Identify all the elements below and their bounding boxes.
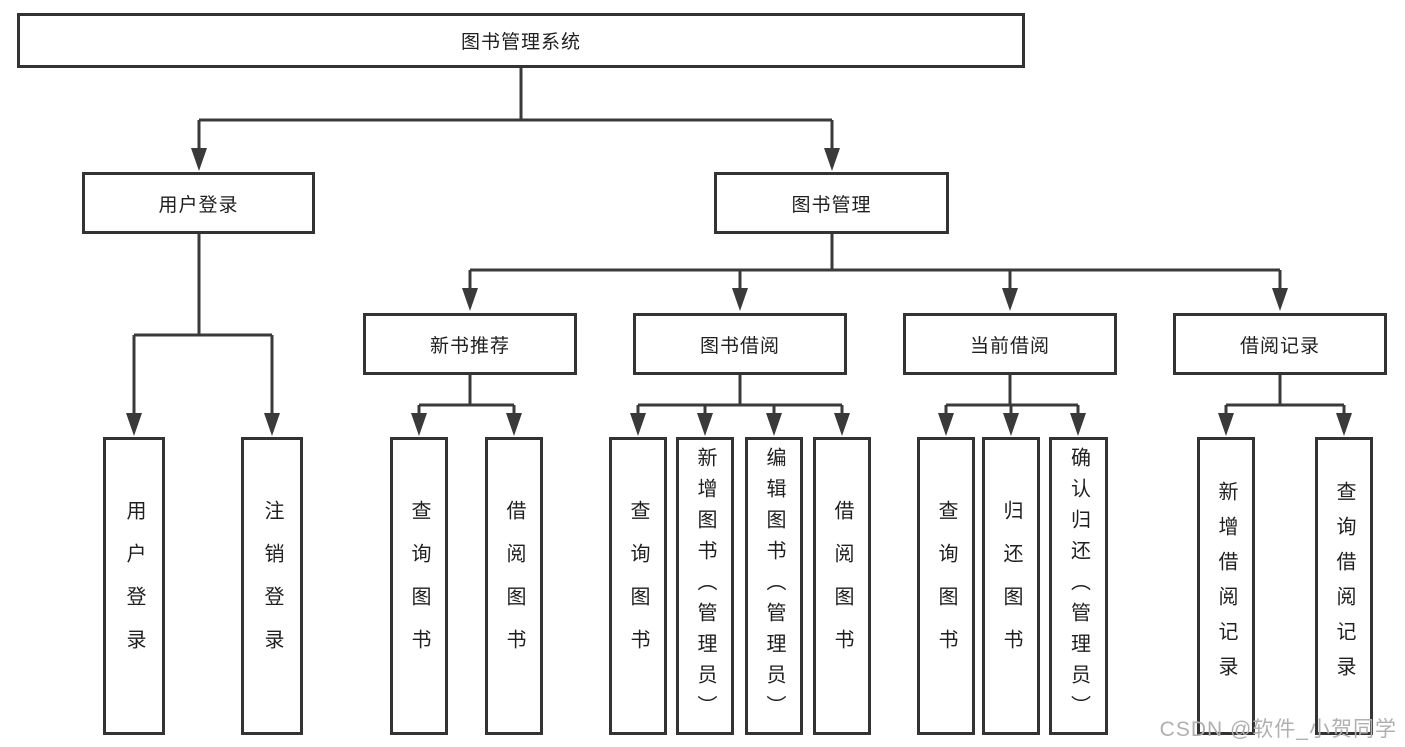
node-cb-confirm-return: 确认归还（管理员） — [1049, 437, 1108, 735]
node-root: 图书管理系统 — [17, 13, 1025, 68]
node-bb-add-book-label: 新增图书（管理员） — [694, 446, 716, 726]
node-cb-confirm-return-label: 确认归还（管理员） — [1067, 446, 1090, 726]
arrowheads — [126, 148, 1352, 436]
node-bb-query-book: 查询图书 — [609, 437, 667, 735]
node-br-query-record: 查询借阅记录 — [1315, 437, 1373, 735]
node-user-login: 用户登录 — [82, 172, 315, 234]
node-login-label: 用户登录 — [123, 500, 145, 672]
node-new-book-recommend: 新书推荐 — [363, 313, 577, 375]
node-nbr-borrow-book: 借阅图书 — [485, 437, 543, 735]
node-logout-label: 注销登录 — [261, 500, 283, 672]
node-bb-query-book-label: 查询图书 — [627, 500, 649, 672]
node-bb-borrow-book-label: 借阅图书 — [831, 500, 853, 672]
node-cb-query-book-label: 查询图书 — [935, 500, 957, 672]
node-logout: 注销登录 — [241, 437, 303, 735]
node-book-borrow: 图书借阅 — [633, 313, 847, 375]
node-bb-add-book: 新增图书（管理员） — [676, 437, 734, 735]
node-borrow-record: 借阅记录 — [1173, 313, 1387, 375]
csdn-watermark: CSDN @软件_小贺同学 — [1159, 718, 1397, 741]
node-cb-return-book: 归还图书 — [982, 437, 1040, 735]
node-current-borrow: 当前借阅 — [903, 313, 1117, 375]
node-bb-edit-book-label: 编辑图书（管理员） — [763, 446, 785, 726]
node-br-add-record: 新增借阅记录 — [1197, 437, 1255, 735]
node-cb-query-book: 查询图书 — [917, 437, 975, 735]
node-cb-return-book-label: 归还图书 — [1000, 500, 1022, 672]
node-login: 用户登录 — [103, 437, 165, 735]
node-bb-borrow-book: 借阅图书 — [813, 437, 871, 735]
node-nbr-borrow-book-label: 借阅图书 — [503, 500, 525, 672]
node-book-management: 图书管理 — [714, 172, 949, 234]
node-nbr-query-book-label: 查询图书 — [408, 500, 430, 672]
node-nbr-query-book: 查询图书 — [390, 437, 448, 735]
node-bb-edit-book: 编辑图书（管理员） — [745, 437, 803, 735]
node-br-query-record-label: 查询借阅记录 — [1333, 481, 1355, 691]
node-br-add-record-label: 新增借阅记录 — [1215, 481, 1237, 691]
